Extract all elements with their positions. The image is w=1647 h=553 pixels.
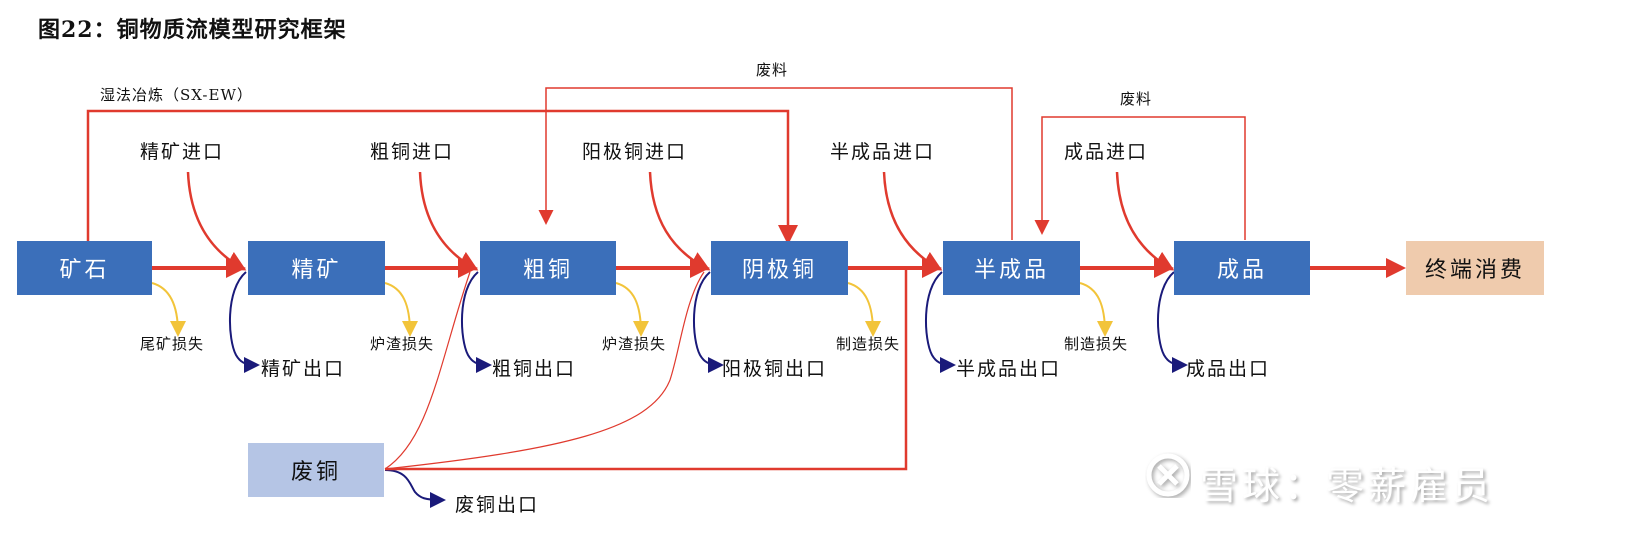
node-finished-label: 成品 <box>1216 258 1267 283</box>
node-cathode-copper: 阴极铜 <box>711 241 848 295</box>
node-semi-finished: 半成品 <box>943 241 1080 295</box>
import-arrow-anode <box>648 171 711 271</box>
sxew-route-line <box>86 109 798 253</box>
figure-title: 图22：铜物质流模型研究框架 <box>38 17 347 43</box>
node-consumption-label: 终端消费 <box>1424 258 1525 283</box>
waste-loop-1 <box>538 87 1013 240</box>
import-arrow-finished <box>1115 171 1175 271</box>
node-ore: 矿石 <box>17 241 152 295</box>
export-arrow-anode <box>693 271 724 373</box>
node-blister-copper: 粗铜 <box>480 241 616 295</box>
label-export-finished: 成品出口 <box>1186 358 1271 380</box>
label-import-semi: 半成品进口 <box>830 141 936 163</box>
scrap-to-semi-line <box>385 268 908 471</box>
scrap-to-blister-line <box>384 271 471 470</box>
label-export-concentrate: 精矿出口 <box>261 358 346 380</box>
loss-arrow-mfg2 <box>1079 282 1113 337</box>
label-import-anode: 阳极铜进口 <box>582 141 688 163</box>
label-import-blister: 粗铜进口 <box>370 141 455 163</box>
label-loss-mfg-1: 制造损失 <box>836 335 901 353</box>
waste-loop-2 <box>1034 116 1246 240</box>
import-arrow-blister <box>418 171 479 271</box>
watermark-text: 雪球：零薪雇员 <box>1200 464 1495 508</box>
node-concentrate-label: 精矿 <box>291 258 342 283</box>
node-scrap-label: 废铜 <box>290 460 341 485</box>
node-concentrate: 精矿 <box>248 241 385 295</box>
node-finished: 成品 <box>1174 241 1310 295</box>
import-arrow-semi <box>882 171 943 271</box>
snowball-logo-icon <box>1146 453 1190 497</box>
label-loss-slag-1: 炉渣损失 <box>370 335 435 353</box>
loss-arrow-slag1 <box>384 282 418 337</box>
node-semi-label: 半成品 <box>973 258 1049 283</box>
label-import-finished: 成品进口 <box>1064 141 1149 163</box>
import-arrow-concentrate <box>186 171 247 271</box>
loss-arrow-mfg1 <box>847 282 881 337</box>
node-end-consumption: 终端消费 <box>1406 241 1544 295</box>
label-loss-tailings: 尾矿损失 <box>140 335 205 353</box>
label-import-concentrate: 精矿进口 <box>140 141 225 163</box>
node-scrap-copper: 废铜 <box>248 443 384 497</box>
label-export-blister: 粗铜出口 <box>492 358 577 380</box>
export-arrow-concentrate <box>229 271 260 373</box>
label-sxew-route: 湿法冶炼（SX-EW） <box>100 86 253 104</box>
label-loss-mfg-2: 制造损失 <box>1064 335 1129 353</box>
label-loss-slag-2: 炉渣损失 <box>602 335 667 353</box>
export-arrow-semi <box>925 271 956 373</box>
label-waste-2: 废料 <box>1120 90 1153 108</box>
label-export-scrap: 废铜出口 <box>455 494 540 516</box>
export-arrow-scrap <box>384 469 446 508</box>
loss-arrow-tailings <box>151 282 186 337</box>
label-waste-1: 废料 <box>756 61 789 79</box>
export-arrow-blister <box>461 271 492 373</box>
scrap-to-cathode-line <box>384 271 705 470</box>
loss-arrow-slag2 <box>615 282 649 337</box>
node-cathode-label: 阴极铜 <box>741 258 817 283</box>
export-arrow-finished <box>1157 271 1188 373</box>
node-blister-label: 粗铜 <box>522 258 573 283</box>
node-ore-label: 矿石 <box>59 258 110 283</box>
label-export-anode: 阳极铜出口 <box>722 358 828 380</box>
label-export-semi: 半成品出口 <box>956 358 1062 380</box>
